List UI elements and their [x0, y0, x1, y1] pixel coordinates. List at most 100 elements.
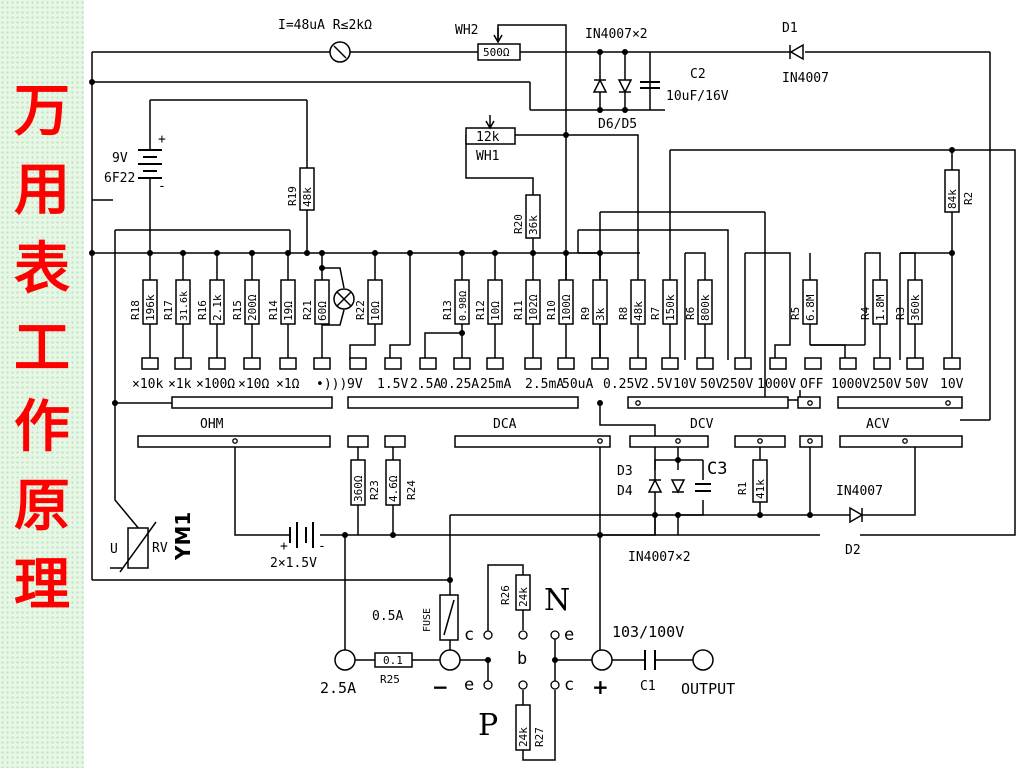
range-label: ×100Ω: [196, 377, 235, 392]
range-label: 25mA: [480, 377, 511, 392]
range-label: 250V: [722, 377, 753, 392]
resistor-value: 48k: [632, 301, 645, 321]
range-pad[interactable]: [279, 357, 297, 370]
resistor-name: R4: [859, 306, 872, 320]
c2-name: C2: [690, 67, 706, 82]
range-label: 0.25V: [603, 377, 642, 392]
range-pad[interactable]: [734, 357, 752, 370]
pin-c-bot[interactable]: [550, 680, 560, 690]
range-pad[interactable]: [696, 357, 714, 370]
range-pad[interactable]: [557, 357, 575, 370]
range-pad[interactable]: [349, 357, 367, 370]
range-pad[interactable]: [208, 357, 226, 370]
resistor-value: 102Ω: [527, 294, 540, 321]
range-pad[interactable]: [486, 357, 504, 370]
range-pad[interactable]: [524, 357, 542, 370]
fuse-value: 0.5A: [372, 609, 403, 624]
range-label: 50V: [905, 377, 929, 392]
pot-wh2: 500Ω WH2: [455, 23, 521, 61]
resistor-value: 24k: [517, 727, 530, 747]
contact-bars: [137, 396, 963, 448]
range-pad[interactable]: [943, 357, 961, 370]
label-c-top: c: [464, 625, 474, 645]
terminal-output[interactable]: [692, 649, 714, 671]
range-label: 250V: [870, 377, 901, 392]
d2-name: D2: [845, 543, 861, 558]
range-pad[interactable]: [873, 357, 891, 370]
resistor-name: R7: [649, 307, 662, 320]
range-label: ×1Ω: [276, 377, 300, 392]
pin-b-top[interactable]: [518, 630, 528, 640]
title-char: 原: [14, 473, 70, 539]
terminal-minus[interactable]: [439, 649, 461, 671]
resistor-r1: 41k R1: [736, 459, 768, 503]
resistor-name: R3: [894, 307, 907, 320]
pin-e-bot[interactable]: [483, 680, 493, 690]
wh2-name: WH2: [455, 23, 478, 38]
terminal-plus[interactable]: [591, 649, 613, 671]
range-pad[interactable]: [384, 357, 402, 370]
range-pad[interactable]: [839, 357, 857, 370]
diodes-top-name: D6/D5: [598, 117, 637, 132]
label-n: N: [544, 583, 570, 618]
fuse: 0.5A FUSE: [372, 594, 459, 641]
c2-value: 10uF/16V: [666, 89, 729, 104]
range-pad[interactable]: [453, 357, 471, 370]
rv-name: RV: [152, 541, 168, 556]
range-label: 50uA: [562, 377, 593, 392]
pin-c-top[interactable]: [483, 630, 493, 640]
range-pad[interactable]: [591, 357, 609, 370]
resistor-value: 60Ω: [316, 301, 329, 321]
junction-dots: [89, 49, 955, 663]
range-pad[interactable]: [629, 357, 647, 370]
resistor-name: R1: [736, 482, 749, 495]
title-char: 作: [14, 394, 70, 460]
resistor-value: 41k: [754, 479, 767, 499]
diodes-bottom-label: IN4007×2: [628, 550, 691, 565]
range-label: ×1k: [168, 377, 192, 392]
pin-e-top[interactable]: [550, 630, 560, 640]
range-pad[interactable]: [313, 357, 331, 370]
resistor-name: R17: [162, 300, 175, 320]
diodes-d3d4: D3 D4 C3: [617, 459, 727, 499]
range-label: 9V: [347, 377, 363, 392]
range-pad[interactable]: [804, 357, 822, 370]
range-label: 1000V: [757, 377, 796, 392]
resistor-value: 10Ω: [489, 301, 502, 321]
title-char: 表: [14, 236, 70, 302]
wh1-name: WH1: [476, 149, 499, 164]
title-char: 理: [14, 552, 70, 618]
rv-u: U: [110, 542, 118, 557]
terminal-2a5[interactable]: [334, 649, 356, 671]
d1-name: D1: [782, 21, 798, 36]
range-pad[interactable]: [419, 357, 437, 370]
title-char: 用: [14, 157, 70, 223]
range-pad[interactable]: [243, 357, 261, 370]
label-plus: +: [592, 675, 609, 699]
dca-bar-top: [347, 396, 579, 409]
range-label: ×10Ω: [238, 377, 269, 392]
range-pad[interactable]: [174, 357, 192, 370]
ohm-bar-top: [171, 396, 333, 409]
range-pad[interactable]: [906, 357, 924, 370]
battery2-plus: +: [280, 539, 288, 554]
range-pad[interactable]: [141, 357, 159, 370]
range-switch-pads: [141, 357, 961, 370]
c1-name: C1: [640, 679, 656, 694]
range-pad[interactable]: [661, 357, 679, 370]
range-label: 2.5A: [410, 377, 441, 392]
pin-b-bot[interactable]: [518, 680, 528, 690]
range-pad[interactable]: [769, 357, 787, 370]
resistor-value: 36k: [527, 215, 540, 235]
diodes-top-spec: IN4007×2: [585, 27, 648, 42]
